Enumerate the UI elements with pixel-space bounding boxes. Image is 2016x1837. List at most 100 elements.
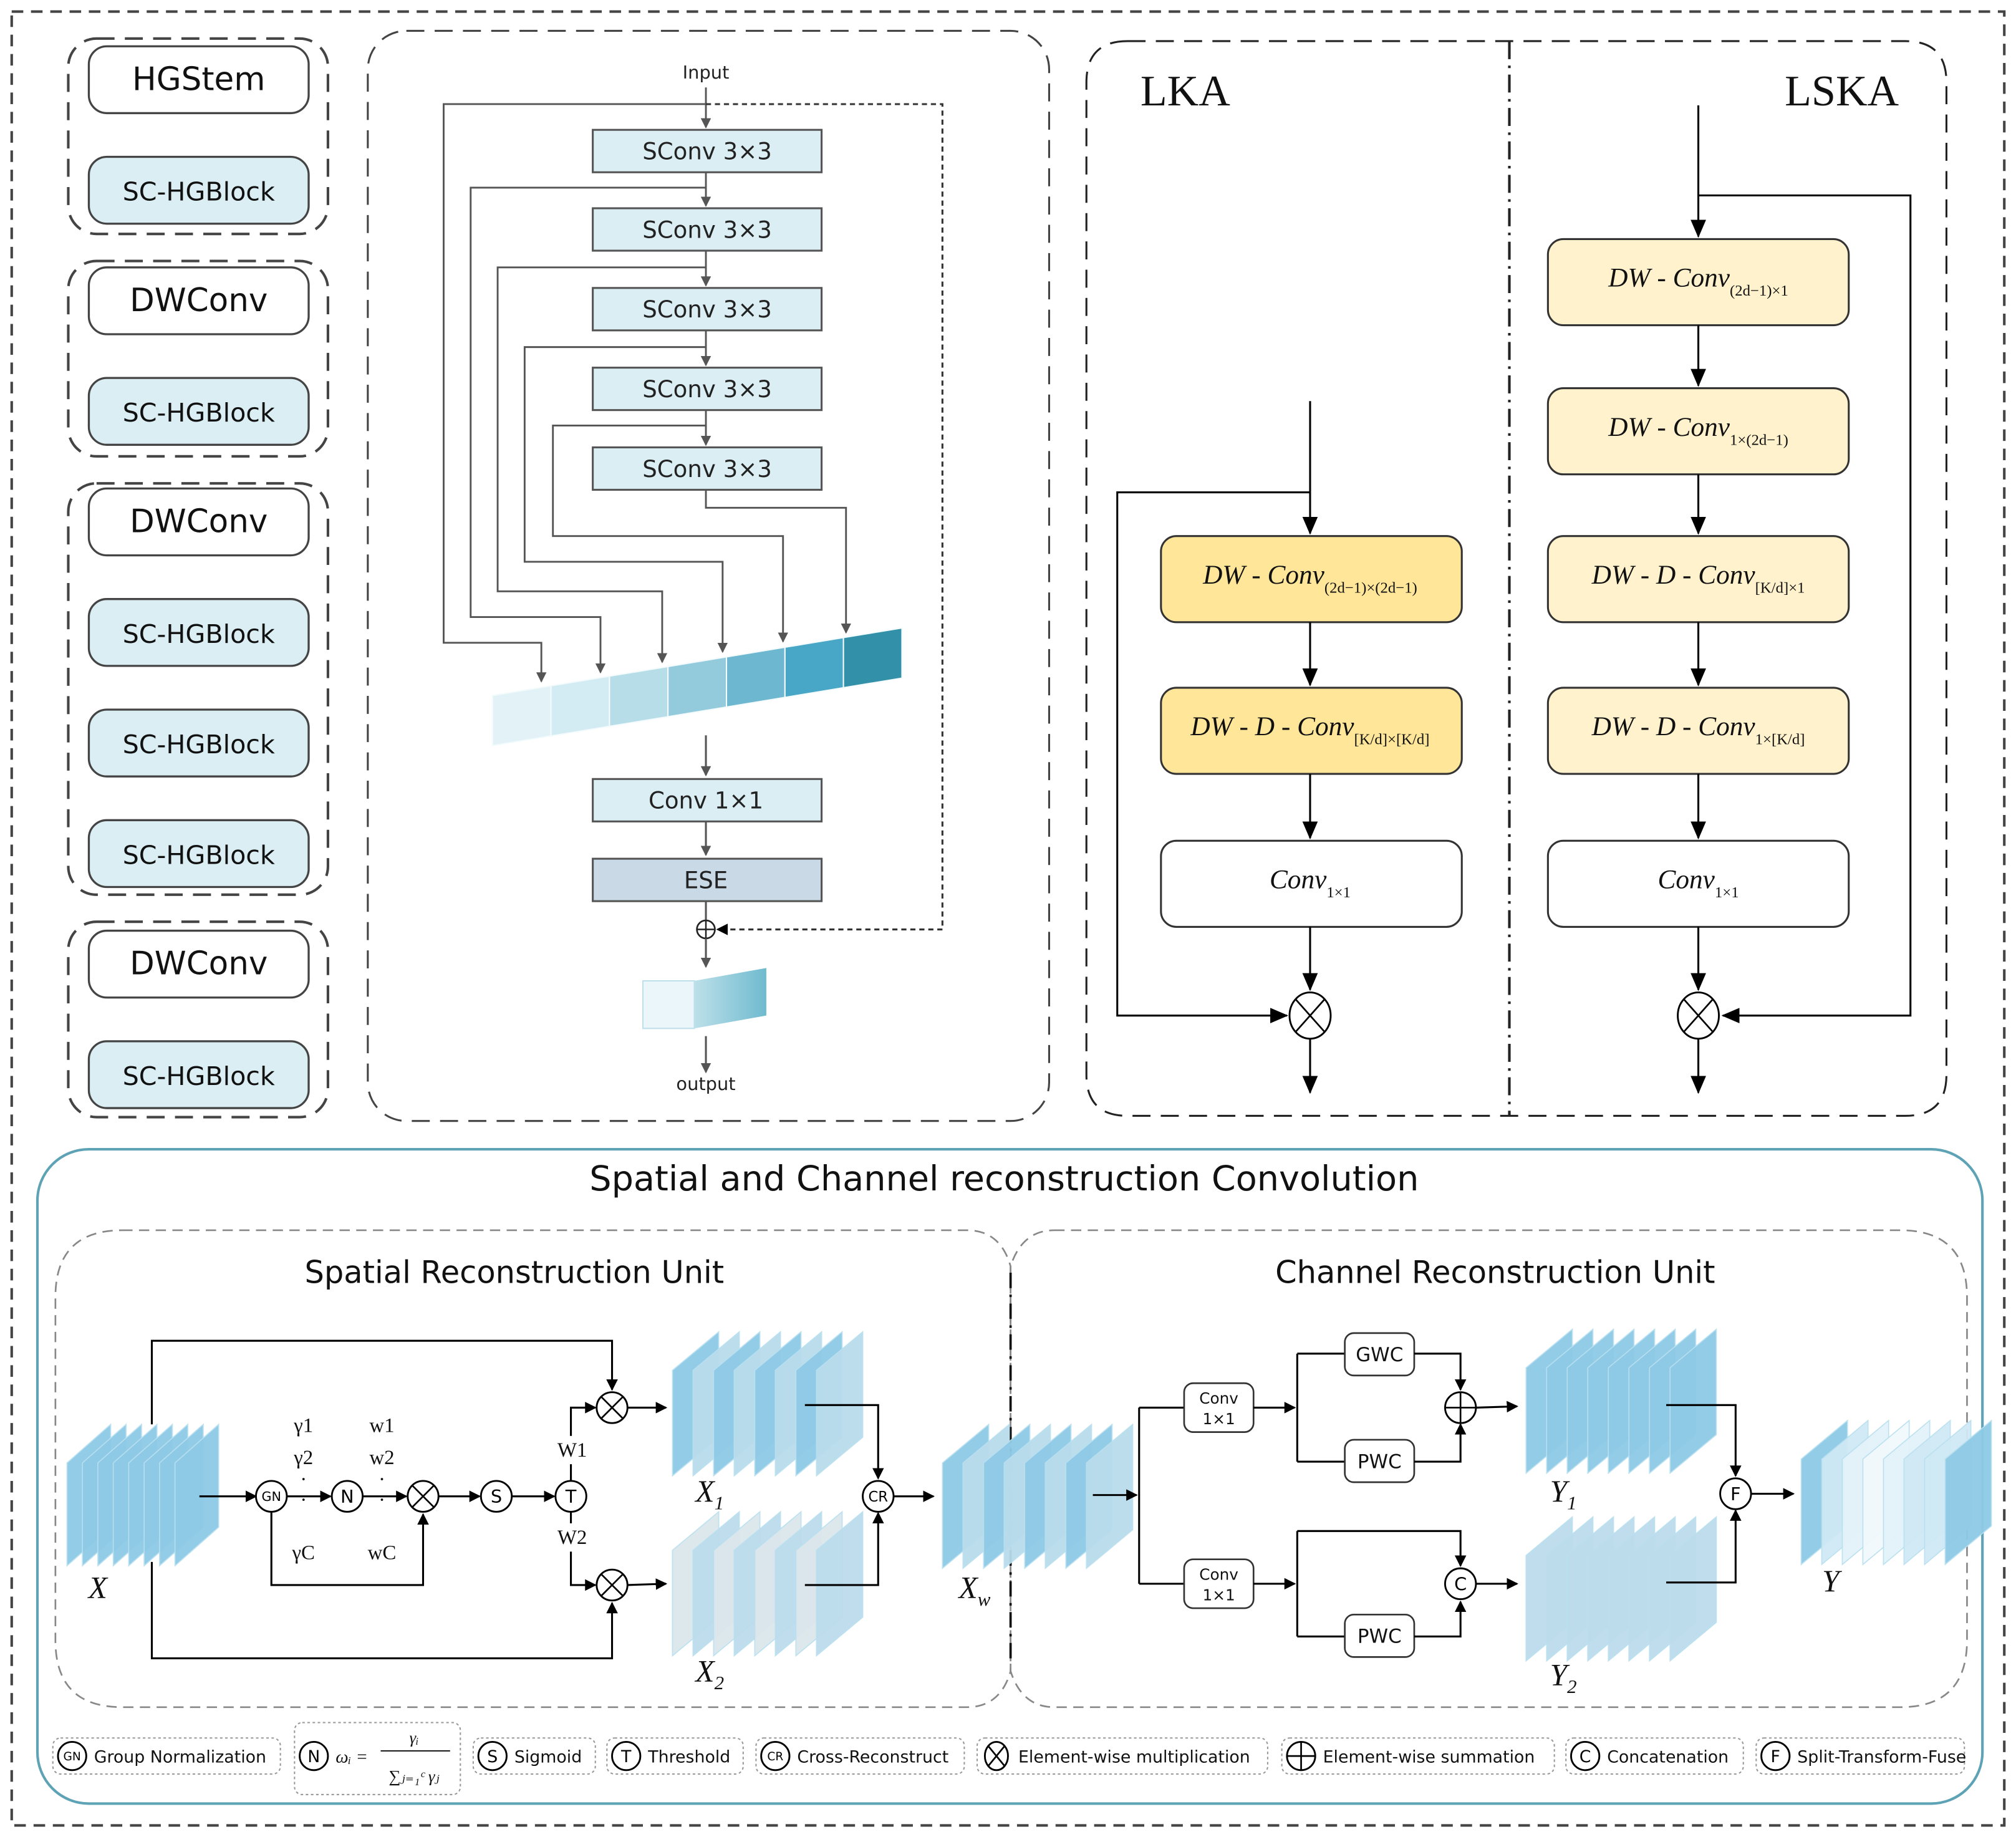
- backbone-block-box: [87, 266, 310, 335]
- lka-multiply-icon-stroke: [1295, 998, 1326, 1033]
- sconv-block-box: [592, 367, 823, 412]
- feature-map-slice: [1086, 1423, 1134, 1569]
- sconv-block-label: SConv 3×3: [642, 456, 772, 483]
- pwc-to-sum: [1414, 1423, 1467, 1463]
- sc-hgblock-block: SC-HGBlock: [87, 708, 310, 778]
- hgblock-output-label: output: [676, 1073, 735, 1094]
- feature-map-slice: [1669, 1328, 1717, 1475]
- cru-title: Channel Reconstruction Unit: [1275, 1254, 1715, 1290]
- lska-block: DW - D - Conv[K/d]×1: [1546, 535, 1850, 624]
- legend-label: Cross-Reconstruct: [797, 1747, 948, 1767]
- weight-label: ·: [379, 1489, 385, 1512]
- gamma-label: γC: [291, 1542, 315, 1565]
- sconv-block-label: SConv 3×3: [642, 216, 772, 243]
- lska-block: DW - Conv1×(2d−1): [1546, 387, 1850, 476]
- concat-feature-cell: [842, 627, 903, 689]
- feature-y1: [1525, 1328, 1717, 1475]
- backbone-block-box: [87, 929, 310, 999]
- backbone-block-box: [87, 708, 310, 778]
- pwc-to-concat: [1414, 1600, 1467, 1637]
- sconv-block-box: [592, 128, 823, 173]
- y1-label: Y1: [1550, 1474, 1577, 1513]
- outer-frame: [10, 10, 2006, 1827]
- hgblock-branch-line: [443, 103, 707, 683]
- legend-label: Threshold: [647, 1747, 730, 1767]
- sru-frame: [54, 1229, 1011, 1709]
- legend-symbol-icon-circle: [760, 1740, 791, 1772]
- conv1x1-block: [592, 778, 823, 822]
- lska-block-label: Conv1×1: [1658, 865, 1739, 901]
- residual-sum-icon: [696, 919, 716, 940]
- x2-label: X2: [694, 1654, 724, 1694]
- input-x-label: X: [87, 1571, 109, 1605]
- legend-symbol-icon-label: C: [1580, 1747, 1591, 1767]
- lka-block-box: [1160, 687, 1463, 775]
- feature-x2: [672, 1510, 864, 1657]
- y2-to-fuse: [1666, 1509, 1742, 1584]
- w1-bg: [552, 1435, 589, 1465]
- legend-symbol-icon-label: N: [307, 1747, 320, 1767]
- legend-symbol-icon-circle: [477, 1740, 508, 1772]
- w2-bg: [552, 1523, 589, 1552]
- s-node: S: [480, 1480, 513, 1513]
- legend-item-frame: [294, 1722, 461, 1795]
- sru-bottom-bypass: [150, 1561, 618, 1659]
- concat-feature-cell: [725, 646, 786, 708]
- formula-denominator: ∑ⱼ₌₁ᶜ γⱼ: [389, 1767, 440, 1785]
- legend-item-frame: [755, 1737, 965, 1775]
- backbone-block-label: SC-HGBlock: [123, 730, 275, 759]
- hgblock-branch-line: [496, 266, 707, 663]
- concat-node-label: C: [1454, 1573, 1467, 1594]
- sc-hgblock-block: SC-HGBlock: [87, 598, 310, 667]
- arrow-to-x2: [627, 1578, 668, 1590]
- hgblock-frame: [367, 29, 1051, 1122]
- legend-symbol-icon: CR: [760, 1740, 791, 1772]
- legend-symbol-icon-circle: [57, 1740, 87, 1772]
- sconv-block: SConv 3×3: [592, 367, 823, 412]
- sconv-block: SConv 3×3: [592, 446, 823, 491]
- lka-block: DW - Conv(2d−1)×(2d−1): [1160, 535, 1463, 624]
- legend-item: CR Cross-Reconstruct: [755, 1737, 965, 1775]
- conv1x1-upper: Conv1×1: [1183, 1382, 1255, 1433]
- legend-item: Nωᵢ =γᵢ∑ⱼ₌₁ᶜ γⱼωi = γi / Σ(j=1..C) γj: [294, 1722, 461, 1795]
- backbone-block-label: DWConv: [130, 945, 268, 983]
- backbone-block-box: [87, 819, 310, 889]
- sconv-block: SConv 3×3: [592, 128, 823, 173]
- gwc-to-sum: [1414, 1352, 1467, 1391]
- legend-item: GN Group Normalization: [52, 1737, 281, 1775]
- feature-map-slice: [816, 1510, 864, 1657]
- concat-node: C: [1444, 1567, 1477, 1601]
- legend-item-frame: [606, 1737, 744, 1775]
- backbone-block-box: [87, 155, 310, 225]
- gwc-block: GWC: [1344, 1332, 1416, 1377]
- legend-symbol-icon-label: GN: [64, 1750, 81, 1763]
- backbone-group-frame: [67, 259, 329, 458]
- sconv-block-box: [592, 207, 823, 252]
- gamma-label: ·: [300, 1468, 307, 1491]
- sconv-block-label: SConv 3×3: [642, 296, 772, 323]
- backbone-block-box: [87, 45, 310, 115]
- backbone-block-label: SC-HGBlock: [123, 1061, 275, 1091]
- legend-symbol-icon: N: [299, 1740, 329, 1772]
- lka-block-box: [1160, 535, 1463, 624]
- hgblock-branch-line: [523, 346, 728, 653]
- backbone-block-label: DWConv: [130, 282, 268, 319]
- conv1x1-upper-label-top: Conv: [1199, 1389, 1238, 1407]
- backbone-block-box: [87, 377, 310, 446]
- legend-symbol-icon-label: T: [620, 1747, 632, 1767]
- legend-label: Group Normalization: [94, 1747, 266, 1767]
- feature-xw: [942, 1423, 1134, 1569]
- legend-symbol-icon: C: [1570, 1740, 1601, 1772]
- legend-label: Element-wise summation: [1323, 1747, 1535, 1767]
- backbone-block-box: [87, 487, 310, 557]
- legend-symbol-icon: F: [1760, 1740, 1791, 1772]
- gwc-block-label: GWC: [1356, 1344, 1403, 1366]
- legend-symbol-icon-circle: [611, 1740, 642, 1772]
- sru-weight-multiply-icon-stroke: [412, 1485, 435, 1508]
- lka-block-box: [1160, 839, 1463, 928]
- legend-label: Concatenation: [1607, 1747, 1729, 1767]
- cru-frame: [1010, 1229, 1968, 1709]
